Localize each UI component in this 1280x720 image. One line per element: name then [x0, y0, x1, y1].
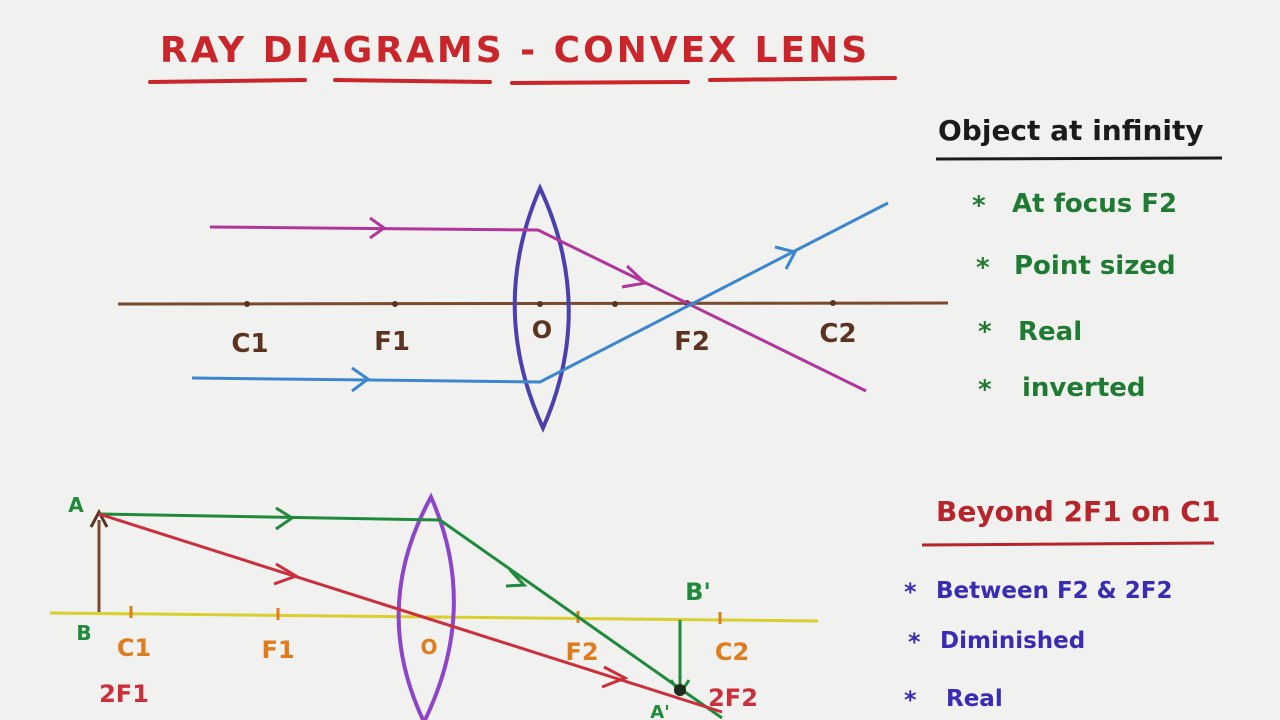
label-a-prime: A'	[650, 702, 669, 720]
notes1-heading: Object at infinity	[938, 114, 1204, 147]
notes1-item: Real	[1018, 317, 1082, 347]
ray-arrow	[369, 216, 387, 240]
notes1-bullet: *	[972, 191, 986, 221]
label-2f2: 2F2	[708, 684, 758, 712]
principal-axis	[117, 301, 949, 306]
notes2-item: Diminished	[940, 628, 1085, 654]
incident-ray-top	[209, 225, 867, 393]
label-b: B	[76, 621, 91, 645]
label-b-prime: B'	[685, 578, 711, 606]
notes2-heading: Beyond 2F1 on C1	[936, 495, 1220, 528]
ray-arrow	[774, 245, 798, 270]
label-c1: C1	[231, 329, 268, 359]
ray-arrow	[275, 506, 295, 531]
notes1-bullet: *	[978, 317, 992, 347]
notes1-item: inverted	[1022, 373, 1146, 403]
axis-ticks	[129, 606, 722, 624]
title-underline	[148, 76, 897, 85]
axis-ticks	[244, 300, 836, 307]
parallel-ray	[98, 512, 723, 720]
notes-beyond-2f1: Beyond 2F1 on C1 * Between F2 & 2F2 * Di…	[904, 495, 1220, 714]
notes2-underline	[921, 541, 1215, 547]
notes2-bullet: *	[904, 578, 917, 606]
notes1-bullet: *	[978, 375, 992, 405]
notes2-bullet: *	[904, 686, 917, 714]
label-c2: C2	[715, 638, 749, 666]
ray-arrow	[621, 264, 649, 289]
notes1-bullet: *	[976, 253, 990, 283]
label-f2: F2	[565, 638, 598, 666]
diagram-beyond-2f1: A B C1 2F1 F1 O F2 B' C2 2F2 A'	[49, 492, 819, 720]
ray-arrow	[601, 665, 629, 689]
notes2-item: Between F2 & 2F2	[936, 578, 1172, 604]
page-title: RAY DIAGRAMS - CONVEX LENS	[160, 30, 870, 71]
notes2-bullet: *	[908, 628, 921, 656]
image-point	[674, 684, 686, 696]
notes2-item: Real	[946, 686, 1003, 712]
label-o: O	[532, 316, 552, 344]
label-2f1: 2F1	[99, 680, 149, 708]
ray-arrow	[351, 366, 371, 393]
label-f1: F1	[374, 327, 410, 357]
notes1-item: At focus F2	[1012, 189, 1177, 219]
notes1-item: Point sized	[1014, 251, 1176, 281]
diagram-object-at-infinity: C1 F1 O F2 C2	[117, 183, 949, 433]
notes-object-at-infinity: Object at infinity * At focus F2 * Point…	[935, 114, 1223, 405]
incident-ray-bottom	[191, 201, 889, 384]
label-f1: F1	[261, 636, 294, 664]
ray-arrow	[273, 562, 300, 586]
label-c2: C2	[819, 319, 856, 349]
label-f2: F2	[674, 327, 710, 357]
notes1-underline	[935, 156, 1223, 161]
label-c1: C1	[117, 634, 151, 662]
label-o: O	[420, 635, 437, 659]
label-a: A	[68, 493, 84, 517]
convex-lens	[512, 183, 571, 433]
principal-axis	[49, 611, 819, 623]
central-ray	[98, 512, 723, 714]
convex-lens	[396, 492, 456, 720]
object-arrowhead	[89, 508, 109, 528]
ray-arrow	[505, 568, 528, 588]
